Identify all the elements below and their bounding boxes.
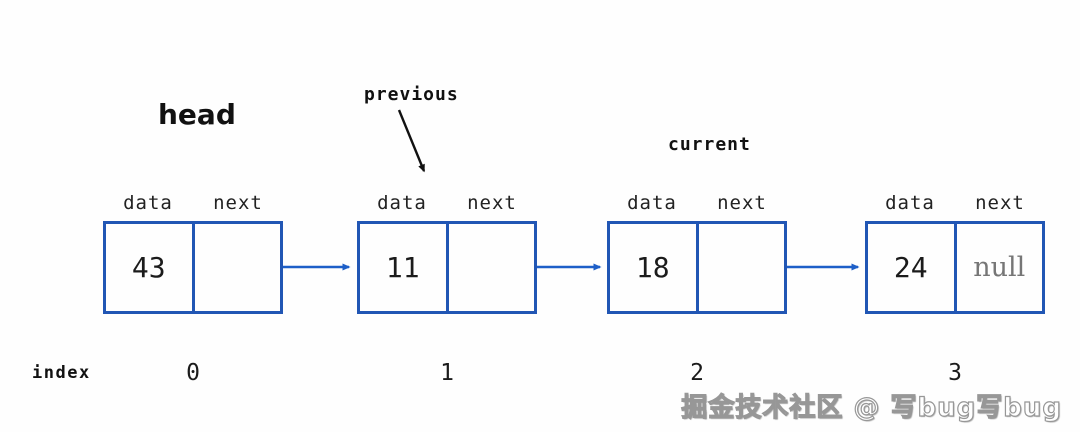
index-3: 3 xyxy=(948,360,962,386)
data-cell-label: data xyxy=(885,192,935,214)
data-value: 43 xyxy=(131,251,166,284)
next-cell-label: next xyxy=(213,192,263,214)
data-cell: 11 xyxy=(360,224,449,311)
head-pointer-label: head xyxy=(158,98,236,131)
node-box: 24 null xyxy=(865,221,1045,314)
null-value: null xyxy=(973,252,1026,283)
cell-labels: data next xyxy=(357,192,537,214)
data-cell: 18 xyxy=(610,224,699,311)
node-box: 43 xyxy=(103,221,283,314)
data-cell: 24 xyxy=(868,224,957,311)
next-cell-label: next xyxy=(717,192,767,214)
node-3: data next 24 null xyxy=(865,192,1045,314)
next-cell xyxy=(195,224,281,311)
data-cell: 43 xyxy=(106,224,195,311)
node-1: data next 11 xyxy=(357,192,537,314)
next-cell xyxy=(699,224,785,311)
data-cell-label: data xyxy=(123,192,173,214)
data-value: 24 xyxy=(893,251,928,284)
watermark: 掘金技术社区 @ 写bug写bug xyxy=(681,392,1062,423)
cell-labels: data next xyxy=(103,192,283,214)
index-1: 1 xyxy=(440,360,454,386)
cell-labels: data next xyxy=(865,192,1045,214)
index-2: 2 xyxy=(690,360,704,386)
cell-labels: data next xyxy=(607,192,787,214)
current-pointer-label: current xyxy=(668,134,751,155)
node-0: data next 43 xyxy=(103,192,283,314)
next-cell-label: next xyxy=(467,192,517,214)
previous-arrow xyxy=(397,109,426,173)
next-cell: null xyxy=(957,224,1043,311)
node-box: 11 xyxy=(357,221,537,314)
next-cell-label: next xyxy=(975,192,1025,214)
node-box: 18 xyxy=(607,221,787,314)
previous-pointer-label: previous xyxy=(364,84,459,105)
data-cell-label: data xyxy=(627,192,677,214)
next-cell xyxy=(449,224,535,311)
data-cell-label: data xyxy=(377,192,427,214)
node-2: data next 18 xyxy=(607,192,787,314)
data-value: 11 xyxy=(385,251,420,284)
data-value: 18 xyxy=(635,251,670,284)
index-0: 0 xyxy=(186,360,200,386)
index-row-label: index xyxy=(32,363,91,383)
